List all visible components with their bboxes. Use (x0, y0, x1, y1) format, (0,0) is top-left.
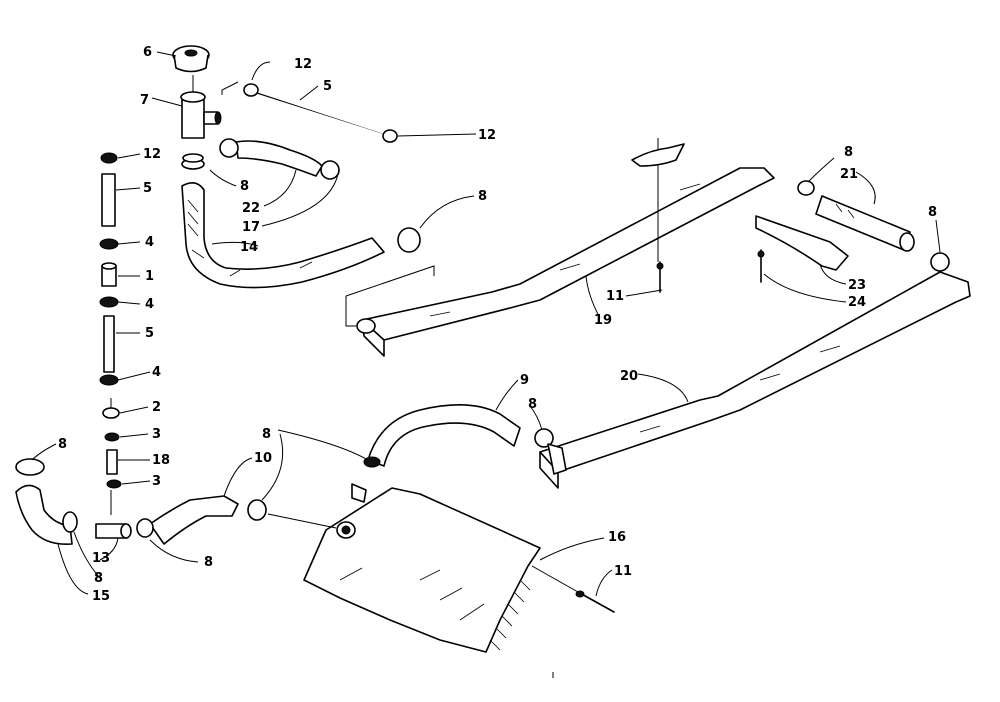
callout-8: 8 (262, 427, 271, 442)
part-rivet-24 (757, 249, 765, 283)
callout-17: 17 (242, 220, 260, 235)
callout-8: 8 (58, 437, 67, 452)
part-column-tube-5-lower (103, 315, 115, 373)
part-clamp-small (181, 153, 205, 170)
part-hose-22 (219, 138, 323, 177)
part-clamp-10-left (136, 518, 154, 538)
callout-11: 11 (614, 564, 632, 579)
part-hose-14 (181, 182, 385, 289)
part-column-tube-18 (106, 449, 118, 475)
callout-14: 14 (240, 240, 258, 255)
part-column-clamp-4-upper (99, 238, 119, 250)
part-clamp-9-left (363, 456, 381, 468)
part-column-clamp-3-lower (106, 479, 122, 489)
callout-4: 4 (152, 365, 161, 380)
part-clamp-10-right (247, 499, 267, 521)
part-hose-10 (149, 495, 239, 545)
part-hose-9 (367, 404, 521, 467)
part-inlet-fitting (336, 521, 356, 539)
part-shield-23 (755, 215, 849, 271)
part-rivet-11-upper (656, 261, 664, 293)
callout-3: 3 (152, 474, 161, 489)
callout-7: 7 (140, 93, 149, 108)
rivet-11-axis-line (531, 565, 579, 593)
callout-8: 8 (94, 571, 103, 586)
callout-1: 1 (145, 269, 154, 284)
part-hose-15 (15, 484, 73, 546)
callout-5: 5 (145, 326, 154, 341)
callout-13: 13 (92, 551, 110, 566)
part-bypass-tube-5 (243, 83, 398, 143)
part-column-tube-5-upper (101, 173, 116, 227)
callout-6: 6 (143, 45, 152, 60)
part-clamp-21-right (930, 252, 950, 272)
part-radiator-16 (303, 487, 541, 653)
part-column-clamp-3-upper (104, 432, 120, 442)
part-clamp-21-left (797, 180, 815, 196)
callout-16: 16 (608, 530, 626, 545)
part-filler-neck (180, 75, 222, 139)
part-connector-13 (95, 523, 132, 539)
callout-2: 2 (152, 400, 161, 415)
exchanger-19-bracket-line (345, 265, 435, 327)
part-radiator-spout (351, 483, 367, 503)
part-column-valve-2 (102, 398, 120, 419)
callout-5: 5 (143, 181, 152, 196)
part-elbow-fitting (547, 443, 567, 475)
callout-5: 5 (323, 79, 332, 94)
callout-24: 24 (848, 295, 866, 310)
callout-21: 21 (840, 167, 858, 182)
part-column-clamp-4-lower (99, 374, 119, 386)
part-radiator-cap (172, 45, 210, 73)
part-column-clamp-12 (100, 152, 118, 164)
leader-lines (31, 51, 941, 597)
part-column-fitting-1 (101, 262, 117, 287)
callout-23: 23 (848, 278, 866, 293)
callout-12: 12 (478, 128, 496, 143)
part-heat-exchanger-20 (539, 271, 971, 489)
callout-20: 20 (620, 369, 638, 384)
callout-15: 15 (92, 589, 110, 604)
callout-12: 12 (294, 57, 312, 72)
part-decal-wing (631, 143, 685, 167)
callout-8: 8 (928, 205, 937, 220)
callout-8: 8 (844, 145, 853, 160)
hose-10-axis-line (267, 513, 337, 529)
callout-labels: 6 7 12 5 12 12 5 4 1 4 5 4 2 3 18 3 8 22… (58, 45, 937, 604)
callout-3: 3 (152, 427, 161, 442)
callout-8: 8 (478, 189, 487, 204)
bypass-leader-bracket (221, 81, 239, 95)
part-hose-21 (815, 195, 915, 252)
part-clamp-9 (534, 428, 554, 448)
callout-4: 4 (145, 297, 154, 312)
callout-12: 12 (143, 147, 161, 162)
callout-10: 10 (254, 451, 272, 466)
callout-8: 8 (240, 179, 249, 194)
callout-18: 18 (152, 453, 170, 468)
part-column-clamp-4-mid (99, 296, 119, 308)
part-clamp-14-end (397, 227, 421, 253)
part-clamp-8-top-left (15, 458, 45, 476)
callout-8: 8 (204, 555, 213, 570)
part-rivet-11-lower (575, 590, 615, 613)
callout-9: 9 (520, 373, 529, 388)
part-clamp-17 (320, 160, 340, 180)
callout-22: 22 (242, 201, 260, 216)
part-clamp-8-lower-left (62, 511, 78, 533)
callout-8: 8 (528, 397, 537, 412)
callout-11: 11 (606, 289, 624, 304)
callout-19: 19 (594, 313, 612, 328)
callout-4: 4 (145, 235, 154, 250)
part-heat-exchanger-19 (356, 167, 775, 357)
